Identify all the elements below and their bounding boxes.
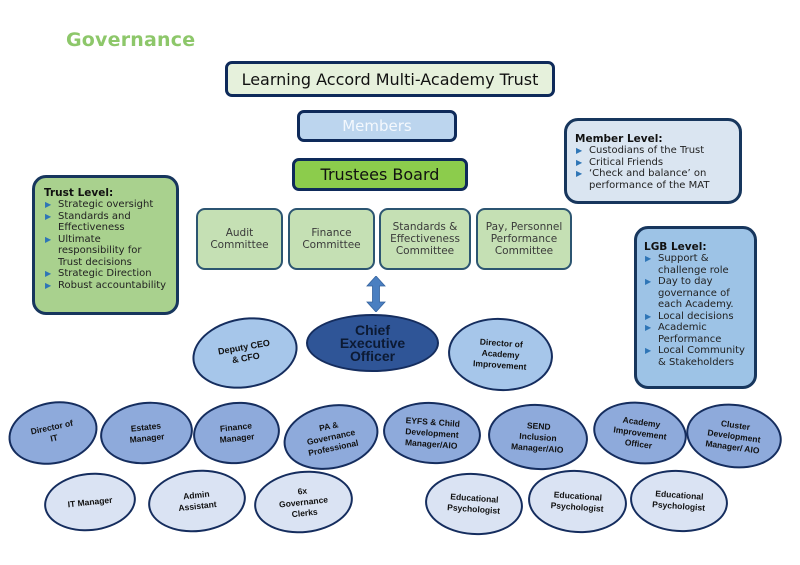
bullet-icon: ▶ (576, 157, 583, 167)
committee-line: Pay, Personnel (485, 221, 563, 233)
lgb-level-box: LGB Level: ▶Support & challenge role ▶Da… (634, 226, 757, 389)
bullet-icon: ▶ (45, 200, 52, 209)
list-item: ▶Strategic oversight (45, 199, 154, 210)
bullet-icon: ▶ (645, 346, 652, 355)
member-level-list: ▶Custodians of the Trust ▶Critical Frien… (575, 145, 731, 191)
list-item: ▶Strategic Direction (45, 268, 152, 279)
bullet-icon: ▶ (45, 234, 52, 244)
bullet-icon: ▶ (645, 277, 652, 286)
trust-level-list: ▶Strategic oversight ▶Standards and Effe… (44, 199, 168, 291)
list-item: ▶Local Community & Stakeholders (645, 345, 745, 368)
member-level-heading: Member Level: (575, 133, 663, 145)
list-item: ▶Ultimate responsibility for Trust decis… (45, 233, 142, 268)
list-item: ▶Day to day governance of each Academy. (645, 276, 734, 310)
list-item: ▶Critical Friends (576, 156, 664, 168)
bullet-icon: ▶ (645, 311, 652, 321)
bullet-icon: ▶ (45, 211, 52, 221)
committee-line: Effectiveness (390, 233, 460, 245)
committee-line: Committee (210, 239, 269, 251)
list-item: ▶Robust accountability (45, 279, 167, 291)
double-arrow-icon (366, 276, 386, 312)
lgb-level-heading: LGB Level: (644, 241, 707, 253)
deputy-ceo-oval: Deputy CEO& CFO (186, 309, 304, 397)
list-item: ▶Standards and Effectiveness (45, 210, 131, 234)
bullet-icon: ▶ (45, 280, 52, 290)
trust-level-box: Trust Level: ▶Strategic oversight ▶Stand… (32, 175, 179, 315)
bullet-icon: ▶ (645, 254, 652, 263)
bullet-icon: ▶ (645, 323, 652, 332)
committee-line: Committee (494, 245, 554, 257)
list-item: ▶Local decisions (645, 310, 734, 322)
list-item: ▶‘Check and balance’ on performance of t… (576, 168, 710, 191)
committee-line: Standards & (392, 221, 458, 233)
page-title: Governance (66, 29, 196, 51)
list-item: ▶Custodians of the Trust (576, 145, 705, 156)
trust-level-heading: Trust Level: (44, 187, 114, 199)
committee-line: Committee (302, 239, 361, 251)
bullet-icon: ▶ (45, 269, 52, 278)
committee-line: Committee (395, 245, 455, 257)
bullet-icon: ▶ (576, 169, 583, 178)
members-box: Members (297, 110, 457, 142)
lgb-level-list: ▶Support & challenge role ▶Day to day go… (644, 253, 748, 368)
trustees-board-box: Trustees Board (292, 158, 468, 191)
list-item: ▶Support & challenge role (645, 253, 729, 276)
committee-line: Audit (225, 227, 254, 239)
bullet-icon: ▶ (576, 146, 583, 155)
trust-box: Learning Accord Multi-Academy Trust (225, 61, 555, 97)
it-manager-oval: IT Manager (41, 468, 139, 536)
list-item: ▶Academic Performance (645, 322, 722, 345)
member-level-box: Member Level: ▶Custodians of the Trust ▶… (564, 118, 742, 204)
committee-line: Finance (311, 227, 352, 239)
committee-line: Performance (490, 233, 558, 245)
